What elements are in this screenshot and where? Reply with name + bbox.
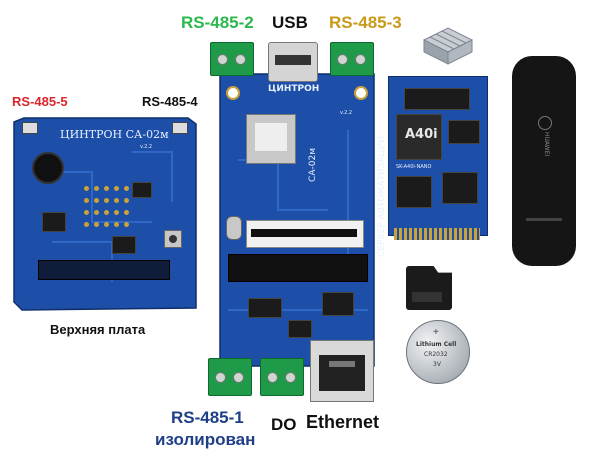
top-board: ЦИНТРОН СА-02м v.2.2 bbox=[12, 112, 198, 312]
som-chip bbox=[442, 172, 478, 204]
rs485-2-label: RS-485-2 bbox=[181, 13, 254, 32]
coin-battery: + Lithium Cell CR2032 3V bbox=[406, 320, 470, 384]
corner-connector bbox=[172, 122, 188, 134]
battery-plus-icon: + bbox=[433, 327, 439, 338]
buzzer bbox=[32, 152, 64, 184]
main-board-brand: ЦИНТРОН bbox=[268, 84, 320, 94]
main-board: ЦИНТРОН СЕРВЕР АВТОМАТИЗАЦИИ СА-02м v.2.… bbox=[218, 70, 387, 370]
top-board-chip bbox=[42, 212, 66, 232]
usb-connector bbox=[268, 42, 318, 82]
usb-label: USB bbox=[272, 13, 308, 32]
rs485-3-label: RS-485-3 bbox=[329, 13, 402, 32]
som-model: SK-A40i-NANO bbox=[396, 164, 432, 170]
sd-card-slot bbox=[246, 114, 296, 164]
ethernet-label: Ethernet bbox=[306, 412, 380, 432]
micro-sd-card bbox=[406, 266, 452, 310]
top-board-version: v.2.2 bbox=[140, 144, 153, 150]
battery-line2: CR2032 bbox=[424, 351, 448, 358]
corner-connector bbox=[22, 122, 38, 134]
huawei-logo-icon bbox=[538, 116, 552, 130]
som-chip-label: A40i bbox=[405, 127, 438, 142]
main-board-chip bbox=[288, 320, 312, 338]
som-module: A40i SK-A40i-NANO bbox=[388, 76, 488, 246]
rs485-1-isolated-label: изолирован bbox=[155, 430, 256, 449]
top-board-chip bbox=[112, 236, 136, 254]
main-board-server-text: СЕРВЕР АВТОМАТИЗАЦИИ bbox=[377, 136, 387, 257]
rs485-2-terminal bbox=[210, 42, 254, 76]
top-board-title: ЦИНТРОН СА-02м bbox=[60, 128, 169, 141]
crystal-oscillator bbox=[226, 216, 242, 240]
main-board-pin-header bbox=[228, 254, 368, 282]
top-board-button bbox=[164, 230, 182, 248]
som-ram-chip bbox=[404, 88, 470, 110]
do-label: DO bbox=[271, 415, 297, 434]
modem-brand: HUAWEI bbox=[543, 132, 550, 157]
modem-led-strip bbox=[526, 218, 562, 221]
mount-hole bbox=[354, 86, 368, 100]
top-board-chip bbox=[132, 182, 152, 198]
top-board-pin-header bbox=[38, 260, 170, 280]
gold-pad-grid bbox=[82, 184, 142, 234]
main-board-version: v.2.2 bbox=[340, 110, 353, 116]
som-edge-connector bbox=[394, 228, 480, 240]
battery-line3: 3V bbox=[433, 361, 441, 368]
heatsink bbox=[422, 27, 474, 65]
do-terminal bbox=[260, 358, 304, 396]
battery-line1: Lithium Cell bbox=[416, 341, 457, 348]
rs485-4-label: RS-485-4 bbox=[142, 94, 198, 109]
usb-modem: HUAWEI bbox=[512, 56, 576, 266]
top-board-label: Верхняя плата bbox=[50, 322, 146, 337]
rs485-3-terminal bbox=[330, 42, 374, 76]
rs485-1-terminal bbox=[208, 358, 252, 396]
rs485-1-label: RS-485-1 bbox=[171, 408, 244, 427]
main-board-chip bbox=[248, 298, 282, 318]
mini-pcie-slot bbox=[246, 220, 364, 248]
som-chip bbox=[448, 120, 480, 144]
rs485-5-label: RS-485-5 bbox=[12, 94, 68, 109]
main-board-chip bbox=[322, 292, 354, 316]
som-emmc-chip bbox=[396, 176, 432, 208]
ethernet-jack bbox=[310, 340, 374, 402]
som-soc: A40i bbox=[396, 114, 442, 160]
main-board-model: СА-02м bbox=[307, 148, 318, 182]
mount-hole bbox=[226, 86, 240, 100]
